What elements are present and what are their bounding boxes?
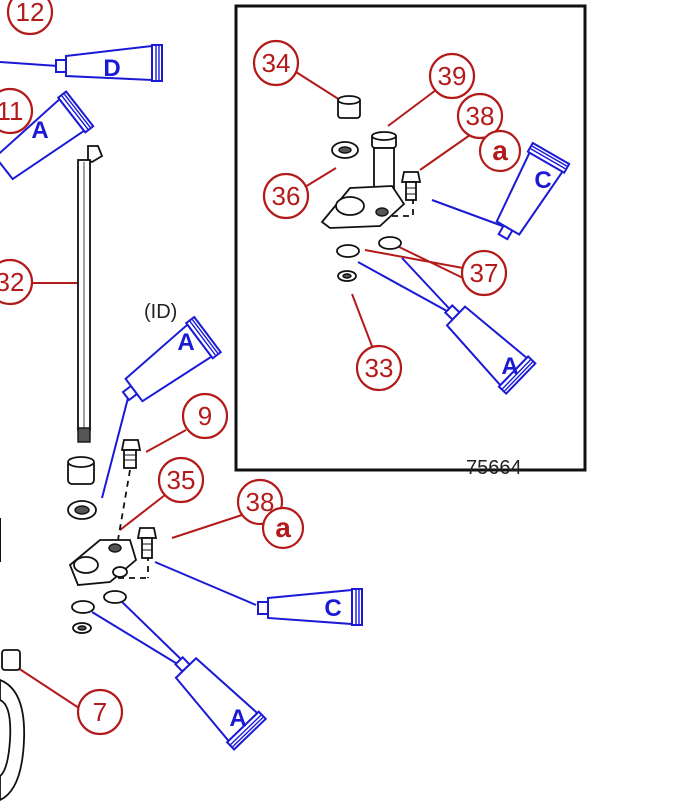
bolt-38 bbox=[136, 527, 158, 559]
callout-38-inset: 38 bbox=[456, 92, 504, 140]
housing-7 bbox=[0, 518, 25, 801]
svg-text:11: 11 bbox=[0, 96, 24, 126]
washers-main bbox=[71, 590, 127, 634]
lubricant-tube-a-inset bbox=[443, 304, 537, 396]
svg-text:7: 7 bbox=[93, 697, 107, 727]
screw-9 bbox=[120, 439, 142, 469]
inset-bolt-38 bbox=[400, 171, 422, 201]
callout-33: 33 bbox=[355, 344, 403, 392]
lubricant-tube-a-bottom bbox=[174, 655, 268, 751]
inset-bushing-34 bbox=[337, 95, 361, 119]
alignment-dashes bbox=[117, 198, 414, 579]
callout-37: 37 bbox=[460, 249, 508, 297]
callout-35: 35 bbox=[157, 456, 205, 504]
lubricant-tube-a-upper bbox=[0, 90, 95, 181]
svg-text:33: 33 bbox=[365, 353, 394, 383]
bushing-upper bbox=[67, 456, 95, 485]
callout-36: 36 bbox=[262, 172, 310, 220]
inset-shaft-39 bbox=[371, 131, 397, 191]
red-leader-lines bbox=[17, 71, 471, 711]
shift-shaft bbox=[77, 145, 104, 443]
tube-letter-d: D bbox=[103, 55, 120, 82]
svg-text:34: 34 bbox=[262, 48, 291, 78]
svg-text:9: 9 bbox=[198, 401, 212, 431]
inner-diameter-label: (ID) bbox=[144, 301, 177, 323]
callout-11: 11 bbox=[0, 87, 34, 135]
callout-39: 39 bbox=[428, 52, 476, 100]
callout-32: 32 bbox=[0, 258, 34, 306]
bracket-35 bbox=[68, 539, 138, 586]
svg-text:a: a bbox=[275, 512, 291, 543]
lubricant-tube-a-id bbox=[121, 315, 223, 403]
lubricant-tube-c-main bbox=[257, 588, 363, 626]
tube-letter-a-id: A bbox=[177, 329, 194, 356]
tube-letter-a-upper: A bbox=[31, 117, 48, 144]
seal-main bbox=[67, 500, 97, 520]
lubricant-tube-c-inset bbox=[495, 141, 571, 241]
svg-text:38: 38 bbox=[466, 101, 495, 131]
tube-letter-a-bottom: A bbox=[229, 705, 246, 732]
tube-letter-c-inset: C bbox=[534, 167, 551, 194]
tube-letter-a-inset: A bbox=[501, 353, 518, 380]
svg-text:36: 36 bbox=[272, 181, 301, 211]
note-a-inset: a bbox=[478, 129, 522, 173]
reference-number: 75664 bbox=[466, 457, 522, 479]
inset-seal-36 bbox=[331, 141, 359, 159]
svg-text:39: 39 bbox=[438, 61, 467, 91]
callout-34: 34 bbox=[252, 39, 300, 87]
lubricant-tube-d: D bbox=[55, 44, 163, 82]
callout-12: 12 bbox=[6, 0, 54, 36]
svg-text:35: 35 bbox=[167, 465, 196, 495]
note-a-main: a bbox=[261, 506, 305, 550]
svg-text:12: 12 bbox=[16, 0, 45, 27]
svg-text:37: 37 bbox=[470, 258, 499, 288]
svg-text:32: 32 bbox=[0, 267, 24, 297]
inset-bracket bbox=[320, 185, 406, 229]
inset-frame bbox=[234, 4, 587, 472]
callout-9: 9 bbox=[181, 392, 229, 440]
callout-7: 7 bbox=[76, 688, 124, 736]
svg-text:a: a bbox=[492, 135, 508, 166]
tube-letter-c-main: C bbox=[324, 595, 341, 622]
inset-washers bbox=[336, 236, 402, 282]
